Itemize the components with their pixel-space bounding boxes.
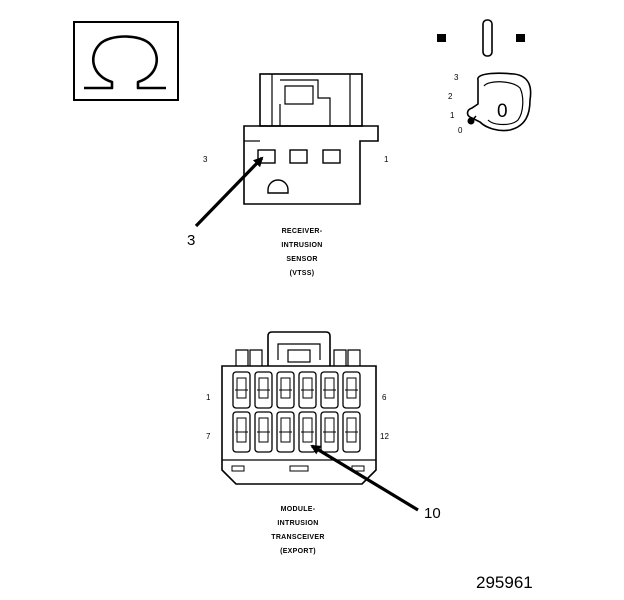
connector-cavity <box>342 371 361 409</box>
sensor-pin-right-label: 1 <box>384 155 389 164</box>
connector-cavity <box>276 411 295 453</box>
ignition-pos-1: 1 <box>450 111 455 120</box>
connector-cavity <box>342 411 361 453</box>
ignition-pos-2: 2 <box>448 92 453 101</box>
cavity-terminal <box>324 377 335 399</box>
connector-cavity <box>298 371 317 409</box>
key-position-label: 0 <box>497 101 508 122</box>
ignition-pos-0: 0 <box>458 126 463 135</box>
ohm-symbol-icon <box>73 21 179 101</box>
module-callout-arrow <box>310 444 419 512</box>
module-caption-line-4: (EXPORT) <box>280 548 316 555</box>
cavity-terminal <box>236 377 247 399</box>
connector-cavity <box>320 371 339 409</box>
module-caption-line-3: TRANSCEIVER <box>271 534 324 541</box>
module-pin-12-label: 12 <box>380 432 389 441</box>
cavity-terminal <box>258 417 269 443</box>
cavity-terminal <box>236 417 247 443</box>
sensor-callout-number: 3 <box>187 232 195 249</box>
cavity-terminal <box>302 377 313 399</box>
sensor-caption-line-2: INTRUSION <box>281 242 322 249</box>
sensor-caption-line-3: SENSOR <box>286 256 317 263</box>
ignition-pos-3: 3 <box>454 73 459 82</box>
cavity-terminal <box>258 377 269 399</box>
module-callout-number: 10 <box>424 505 441 522</box>
sensor-callout-arrow <box>194 156 264 228</box>
module-pin-6-label: 6 <box>382 393 387 402</box>
cavity-terminal <box>302 417 313 443</box>
connector-cavity <box>320 411 339 453</box>
ignition-key-switch-icon: 0 3 2 1 0 <box>437 19 532 135</box>
module-caption-line-2: INTRUSION <box>277 520 318 527</box>
module-caption-line-1: MODULE- <box>281 506 316 513</box>
figure-id: 295961 <box>476 573 533 592</box>
sensor-connector: 3 1 <box>203 73 389 205</box>
connector-cavity <box>254 371 273 409</box>
cavity-terminal <box>346 377 357 399</box>
cavity-terminal <box>280 377 291 399</box>
connector-cavity <box>254 411 273 453</box>
module-connector: 1 6 7 12 <box>206 331 389 485</box>
module-cavity-grid <box>232 371 361 453</box>
cavity-terminal <box>280 417 291 443</box>
connector-cavity <box>298 411 317 453</box>
cavity-terminal <box>346 417 357 443</box>
sensor-caption-line-1: RECEIVER- <box>282 228 323 235</box>
connector-cavity <box>232 411 251 453</box>
sensor-caption-line-4: (VTSS) <box>290 270 315 277</box>
cavity-terminal <box>324 417 335 443</box>
connector-cavity <box>276 371 295 409</box>
sensor-pin-left-label: 3 <box>203 155 208 164</box>
connector-cavity <box>232 371 251 409</box>
module-pin-7-label: 7 <box>206 432 211 441</box>
module-pin-1-label: 1 <box>206 393 211 402</box>
